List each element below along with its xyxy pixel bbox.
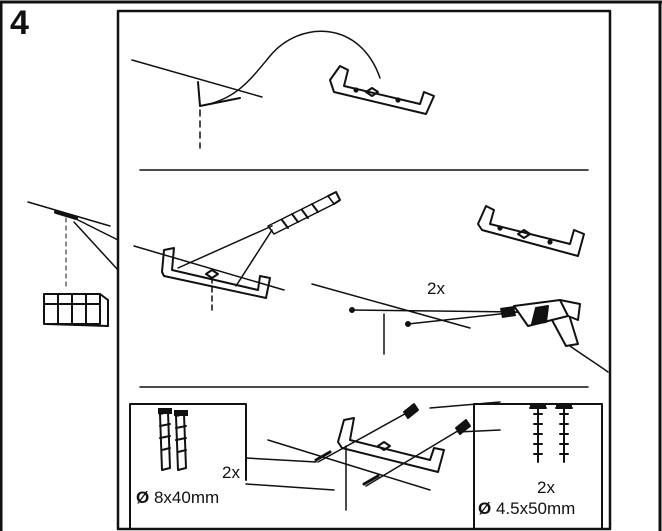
drill-quantity-label: 2x — [427, 279, 445, 298]
diameter-symbol: Ø — [478, 499, 492, 518]
diameter-symbol: Ø — [136, 488, 150, 507]
section-2-bracket — [477, 205, 585, 257]
section-2-drilling — [311, 283, 609, 373]
plug-size-value: 8x40mm — [153, 488, 220, 507]
section-2-marking — [133, 191, 341, 315]
shelf-overview — [27, 201, 119, 327]
section-1-marking — [131, 30, 435, 149]
screw-size-label: Ø 4.5x50mm — [478, 499, 575, 519]
section-3-mounting — [267, 403, 471, 511]
plug-heads — [158, 408, 188, 416]
plugs-inset — [129, 403, 335, 529]
screw-quantity-label: 2x — [537, 478, 555, 497]
step-number: 4 — [10, 4, 29, 42]
main-panel — [116, 9, 612, 531]
drill-chuck — [500, 306, 516, 318]
screw-heads — [530, 403, 572, 409]
screw-size-value: 4.5x50mm — [495, 499, 576, 518]
plug-size-label: Ø 8x40mm — [136, 488, 219, 508]
plug-quantity-label: 2x — [222, 463, 240, 482]
